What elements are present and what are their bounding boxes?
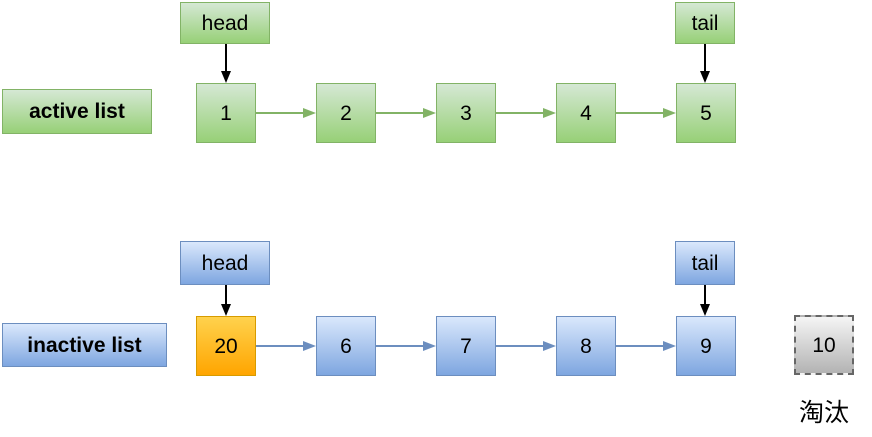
inactive-tail-arrow-icon [700,285,710,316]
inactive-node-9: 9 [676,316,736,376]
active-next-arrow-icon [616,108,676,118]
inactive-head-arrow-icon [221,285,231,316]
evicted-caption: 淘汰 [798,399,849,427]
inactive-next-arrow-icon [376,341,436,351]
inactive-next-arrow-icon [616,341,676,351]
inactive-tail-pointer-box: tail [675,241,735,285]
inactive-node-8: 8 [556,316,616,376]
active-tail-pointer-box: tail [675,2,735,44]
active-next-arrow-icon [496,108,556,118]
active-node-5: 5 [676,83,736,143]
active-node-2: 2 [316,83,376,143]
evicted-node-10: 10 [794,315,854,375]
inactive-node-20-highlighted: 20 [196,316,256,376]
active-node-1: 1 [196,83,256,143]
inactive-list-label: inactive list [2,323,167,367]
active-head-arrow-icon [221,44,231,83]
active-node-3: 3 [436,83,496,143]
inactive-next-arrow-icon [496,341,556,351]
inactive-head-pointer-box: head [180,241,270,285]
inactive-node-6: 6 [316,316,376,376]
active-next-arrow-icon [256,108,316,118]
active-tail-arrow-icon [700,44,710,83]
active-node-4: 4 [556,83,616,143]
active-next-arrow-icon [376,108,436,118]
active-head-pointer-box: head [180,2,270,44]
inactive-node-7: 7 [436,316,496,376]
inactive-next-arrow-icon [256,341,316,351]
active-list-label: active list [2,89,152,134]
